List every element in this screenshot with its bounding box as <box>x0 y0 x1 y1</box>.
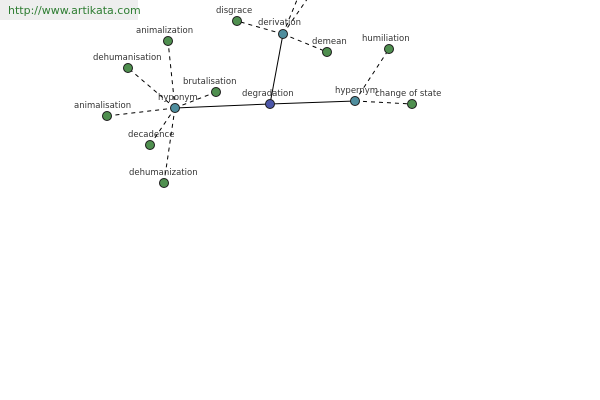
edge-hypernym-humiliation <box>354 48 390 102</box>
node-label-demean[interactable]: demean <box>312 37 347 47</box>
node-marker-hypernym[interactable] <box>350 96 360 106</box>
node-label-hyponym[interactable]: hyponym <box>158 93 198 103</box>
node-brutalisation[interactable]: brutalisation <box>183 77 236 97</box>
node-marker-animalization[interactable] <box>163 36 173 46</box>
node-label-change-of-state[interactable]: change of state <box>375 89 441 99</box>
node-marker-change-of-state[interactable] <box>407 99 417 109</box>
node-hyponym[interactable]: hyponym <box>158 93 198 113</box>
node-decadence[interactable]: decadence <box>128 130 174 150</box>
node-label-animalization[interactable]: animalization <box>136 26 193 36</box>
node-derivation[interactable]: derivation <box>258 18 301 39</box>
node-label-humiliation[interactable]: humiliation <box>362 34 410 44</box>
node-demean[interactable]: demean <box>312 37 347 57</box>
node-marker-degradation[interactable] <box>265 99 275 109</box>
node-marker-hyponym[interactable] <box>170 103 180 113</box>
node-label-brutalisation[interactable]: brutalisation <box>183 77 236 87</box>
node-label-degradation[interactable]: degradation <box>242 89 294 99</box>
node-label-decadence[interactable]: decadence <box>128 130 174 140</box>
nodes-layer: degradation hyponym derivation hypernym anim… <box>74 6 441 188</box>
node-marker-animalisation[interactable] <box>102 111 112 121</box>
edge-derivation-offscreen-1 <box>282 0 298 35</box>
edge-hypernym-change-of-state <box>354 100 413 105</box>
node-marker-dehumanization[interactable] <box>159 178 169 188</box>
node-change-of-state[interactable]: change of state <box>375 89 441 109</box>
node-label-animalisation[interactable]: animalisation <box>74 101 131 111</box>
node-marker-derivation[interactable] <box>278 29 288 39</box>
node-marker-disgrace[interactable] <box>232 16 242 26</box>
node-marker-demean[interactable] <box>322 47 332 57</box>
node-marker-humiliation[interactable] <box>384 44 394 54</box>
node-animalisation[interactable]: animalisation <box>74 101 131 121</box>
node-dehumanization[interactable]: dehumanization <box>129 168 198 188</box>
node-label-derivation[interactable]: derivation <box>258 18 301 28</box>
edge-degradation-hyponym <box>174 103 271 109</box>
edges-layer <box>106 0 413 184</box>
source-url-link[interactable]: http://www.artikata.com <box>8 4 141 17</box>
node-label-dehumanization[interactable]: dehumanization <box>129 168 198 178</box>
node-humiliation[interactable]: humiliation <box>362 34 410 54</box>
node-animalization[interactable]: animalization <box>136 26 193 46</box>
edge-hyponym-dehumanisation <box>127 67 176 109</box>
node-label-hypernym[interactable]: hypernym <box>335 86 378 96</box>
node-dehumanisation[interactable]: dehumanisation <box>93 53 162 73</box>
node-marker-brutalisation[interactable] <box>211 87 221 97</box>
node-hypernym[interactable]: hypernym <box>335 86 378 106</box>
node-marker-decadence[interactable] <box>145 140 155 150</box>
edge-hyponym-animalization <box>167 40 176 109</box>
edge-hyponym-animalisation <box>106 107 176 117</box>
edge-derivation-offscreen-2 <box>282 0 308 35</box>
node-label-dehumanisation[interactable]: dehumanisation <box>93 53 162 63</box>
node-label-disgrace[interactable]: disgrace <box>216 6 252 16</box>
node-disgrace[interactable]: disgrace <box>216 6 252 26</box>
node-degradation[interactable]: degradation <box>242 89 294 109</box>
edge-degradation-derivation <box>269 33 284 105</box>
source-url-banner: http://www.artikata.com <box>0 0 141 20</box>
edge-degradation-hypernym <box>269 100 356 105</box>
node-marker-dehumanisation[interactable] <box>123 63 133 73</box>
